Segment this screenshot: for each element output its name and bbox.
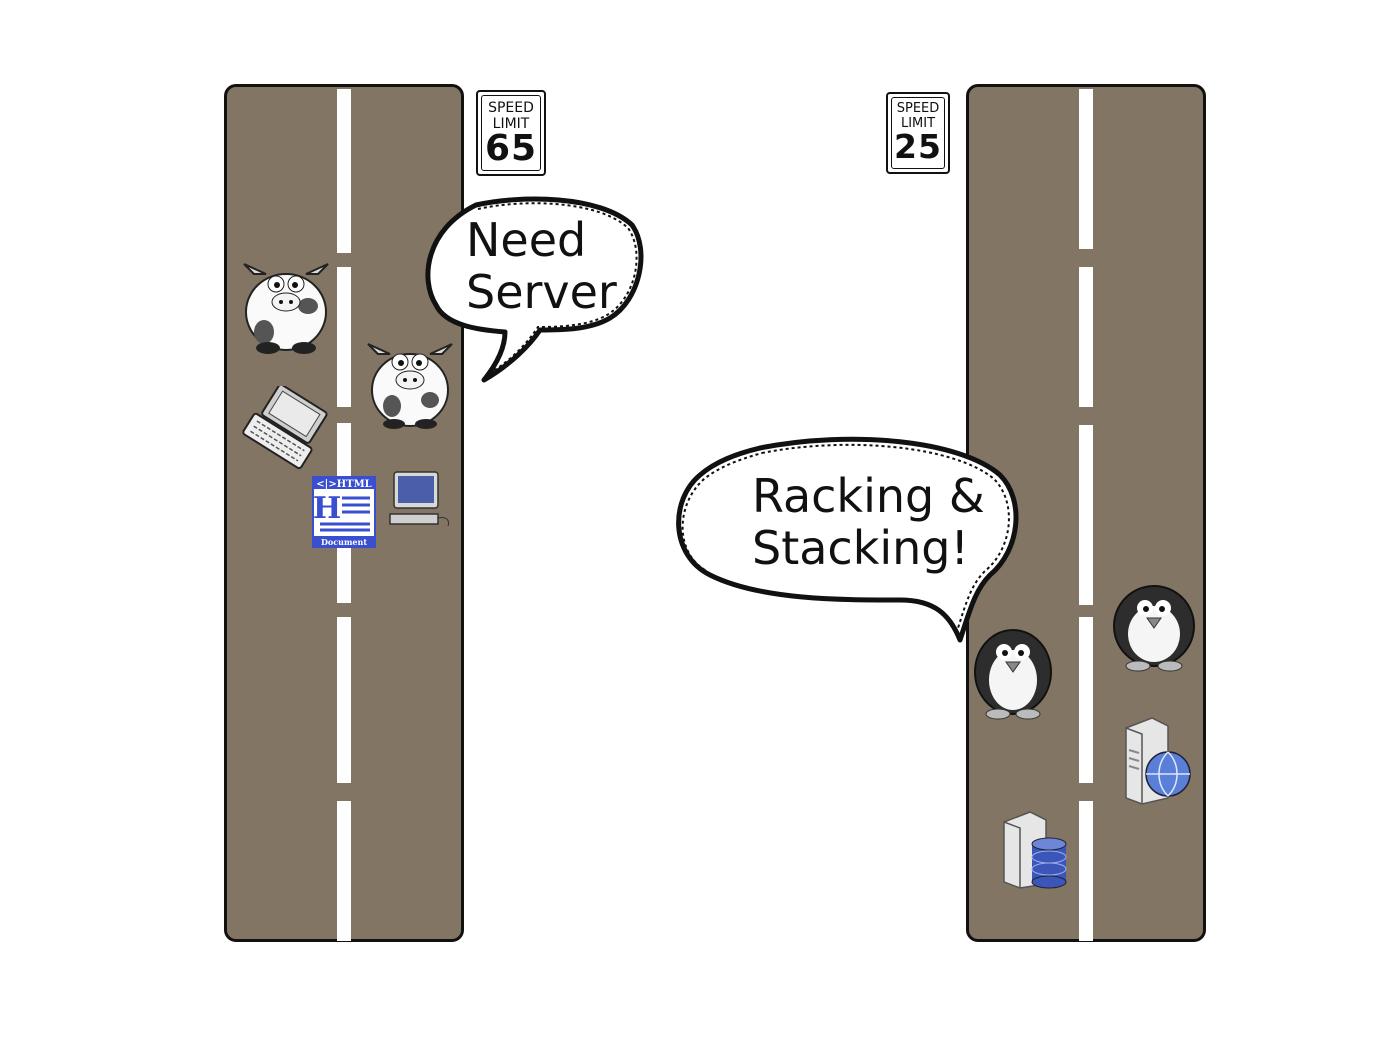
- desktop-computer-icon: [389, 471, 449, 527]
- database-server-icon: [1003, 811, 1067, 889]
- cow-icon: [367, 343, 453, 429]
- racking-stacking-text: Racking & Stacking!: [752, 470, 985, 574]
- sign-speed-label: SPEED: [896, 101, 940, 116]
- bubble-line: Racking &: [752, 469, 985, 523]
- speed-limit-sign-25: SPEED LIMIT 25: [886, 92, 950, 174]
- web-server-icon: [1125, 717, 1191, 805]
- sign-border: [891, 97, 945, 169]
- lane-dash: [1079, 801, 1093, 941]
- lane-dash: [337, 89, 351, 253]
- html-doc-letter: H: [313, 491, 341, 526]
- lane-dash: [1079, 267, 1093, 407]
- sign-limit-label: LIMIT: [900, 116, 936, 131]
- lane-dash: [1079, 425, 1093, 605]
- lane-dash: [337, 617, 351, 783]
- bubble-line: Stacking!: [752, 521, 969, 575]
- bubble-line: Need: [466, 213, 587, 267]
- penguin-icon: [974, 629, 1052, 720]
- lane-dash: [337, 267, 351, 407]
- speed-limit-sign-65: SPEED LIMIT 65: [476, 90, 546, 176]
- lane-dash: [1079, 89, 1093, 249]
- lane-dash: [1079, 617, 1093, 783]
- sign-border: [481, 95, 541, 171]
- sign-limit-label: LIMIT: [492, 116, 530, 132]
- html-doc-footer: Document: [321, 537, 367, 547]
- sign-speed-label: SPEED: [488, 100, 534, 116]
- bubble-line: Server: [466, 265, 617, 319]
- lane-dash: [337, 801, 351, 941]
- cow-icon: [243, 263, 329, 354]
- need-server-text: Need Server: [466, 214, 617, 318]
- penguin-icon: [1113, 585, 1195, 672]
- sign-speed-value: 25: [894, 127, 942, 166]
- sign-speed-value: 65: [484, 128, 538, 169]
- laptop-icon: [242, 386, 328, 470]
- html-doc-header: <|>HTML: [316, 479, 371, 490]
- html-document-icon: <|>HTML H Document: [312, 476, 376, 548]
- left-road: [224, 84, 464, 942]
